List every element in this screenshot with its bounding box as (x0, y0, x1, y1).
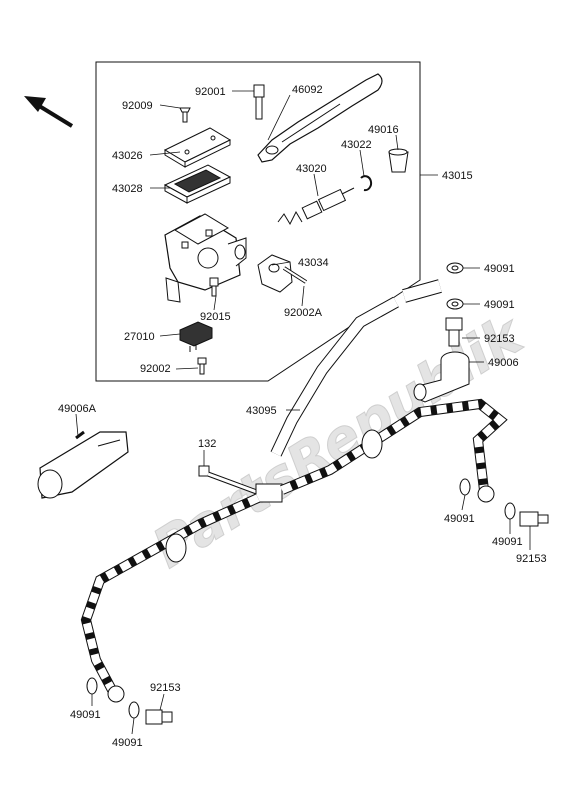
piston-set-43020[interactable] (277, 187, 355, 226)
washer-49091-f[interactable] (128, 701, 140, 719)
label-43020: 43020 (296, 163, 327, 175)
washer-49091-d[interactable] (504, 502, 516, 520)
label-43015: 43015 (442, 170, 473, 182)
label-49091-f: 49091 (112, 737, 143, 749)
screw-92009[interactable] (179, 107, 191, 123)
label-92002: 92002 (140, 363, 171, 375)
fitting-49006a[interactable] (37, 430, 129, 499)
washer-49091-a[interactable] (446, 262, 464, 274)
banjo-bolt-92153-b[interactable] (519, 511, 549, 527)
label-43034: 43034 (298, 257, 329, 269)
label-92002a: 92002A (284, 307, 323, 319)
label-92001: 92001 (195, 86, 226, 98)
hose-joint[interactable] (255, 483, 283, 503)
bolt-92002a[interactable] (282, 266, 308, 284)
label-43022: 43022 (341, 139, 372, 151)
label-49091-c: 49091 (444, 513, 475, 525)
dust-boot-49016[interactable] (388, 148, 409, 173)
label-49006: 49006 (488, 357, 519, 369)
brake-switch-27010[interactable] (179, 321, 213, 352)
banjo-bolt-92153-a[interactable] (445, 317, 463, 347)
label-43026: 43026 (112, 150, 143, 162)
label-92153-a: 92153 (484, 333, 515, 345)
washer-49091-c[interactable] (459, 478, 471, 496)
label-49006a: 49006A (58, 403, 97, 415)
master-cylinder-assembly-box (95, 61, 421, 382)
label-92153-b: 92153 (516, 553, 547, 565)
label-43028: 43028 (112, 183, 143, 195)
label-92153-c: 92153 (150, 682, 181, 694)
label-27010: 27010 (124, 331, 155, 343)
label-92009: 92009 (122, 100, 153, 112)
label-49091-a: 49091 (484, 263, 515, 275)
clamp-43034[interactable] (257, 254, 293, 293)
label-46092: 46092 (292, 84, 323, 96)
reservoir-cap-43026[interactable] (163, 127, 232, 168)
front-direction-arrow-icon (24, 96, 74, 128)
bolt-92001[interactable] (253, 84, 265, 120)
label-43095: 43095 (246, 405, 277, 417)
label-132: 132 (198, 438, 216, 450)
washer-49091-e[interactable] (86, 677, 98, 695)
label-49091-e: 49091 (70, 709, 101, 721)
label-49091-d: 49091 (492, 536, 523, 548)
master-cylinder-body[interactable] (164, 213, 247, 303)
washer-49091-b[interactable] (446, 298, 464, 310)
circlip-43022[interactable] (360, 175, 373, 192)
brake-pipe-right[interactable] (280, 398, 508, 503)
banjo-bolt-92153-c[interactable] (145, 709, 173, 725)
brake-pipe-left[interactable] (80, 493, 261, 703)
fitting-49006[interactable] (413, 351, 470, 403)
brake-hose-43095[interactable] (270, 279, 442, 457)
screw-92015[interactable] (209, 277, 219, 297)
screw-92002[interactable] (197, 357, 207, 375)
label-49016: 49016 (368, 124, 399, 136)
diaphragm-43028[interactable] (163, 164, 232, 204)
brake-lever-46092[interactable] (257, 73, 383, 163)
label-49091-b: 49091 (484, 299, 515, 311)
leader-lines (75, 90, 531, 735)
label-92015: 92015 (200, 311, 231, 323)
